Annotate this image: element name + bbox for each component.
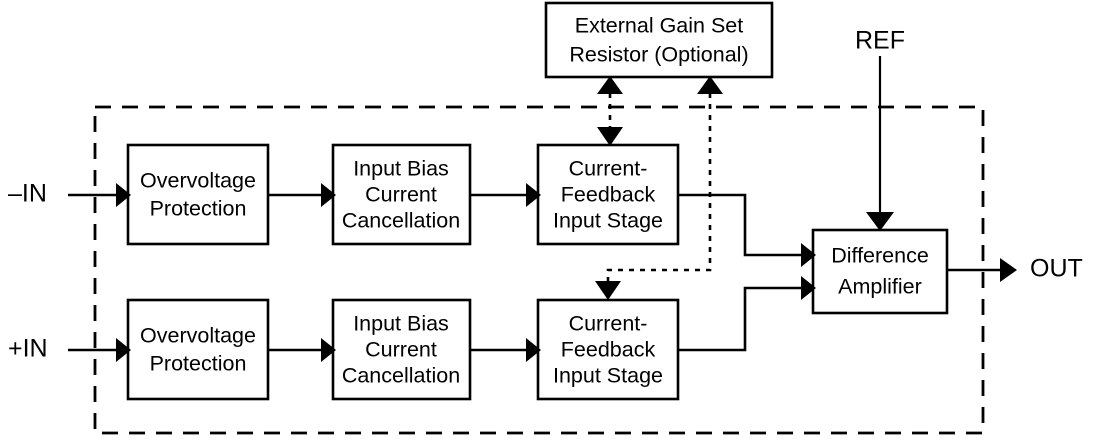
wire-bottom-current-feedback-to-difference-amplifier <box>678 286 801 352</box>
top-current-feedback-label-line3: Input Stage <box>553 209 663 233</box>
top-input-bias-label-line1: Input Bias <box>353 157 449 181</box>
arrowhead-dotted-up-to-resistor-right <box>697 76 723 94</box>
external-gain-set-resistor-block[interactable] <box>544 1 774 79</box>
top-overvoltage-protection-label-line1: Overvoltage <box>140 169 256 193</box>
noninverting-input-port-label: +IN <box>8 335 48 363</box>
top-current-feedback-label-line1: Current- <box>569 157 648 181</box>
bottom-input-bias-label-line1: Input Bias <box>353 312 449 336</box>
dotted-wire-resistor-to-bottom-current-feedback <box>606 93 712 283</box>
wire-top-current-feedback-to-difference-amplifier <box>678 193 801 257</box>
top-input-bias-label-line3: Cancellation <box>342 209 460 233</box>
output-port-label: OUT <box>1030 255 1083 283</box>
bottom-overvoltage-protection-label-line2: Protection <box>150 352 247 376</box>
arrowhead-dotted-down-to-bottom-current-feedback <box>595 281 621 300</box>
bottom-current-feedback-label-line1: Current- <box>569 312 648 336</box>
arrowhead-dotted-down-to-top-current-feedback <box>597 127 623 146</box>
top-input-bias-label-line2: Current <box>365 183 437 207</box>
arrowhead-top-overvoltage-to-input-bias <box>321 183 336 207</box>
bottom-current-feedback-label-line2: Feedback <box>561 338 656 362</box>
device-boundary-dashed-outline <box>93 105 985 435</box>
bottom-input-bias-label-line3: Cancellation <box>342 364 460 388</box>
difference-amplifier-label-line1: Difference <box>831 244 929 268</box>
external-gain-set-resistor-label-line2: Resistor (Optional) <box>569 43 748 67</box>
difference-amplifier-label-line2: Amplifier <box>838 275 922 299</box>
top-overvoltage-protection-block[interactable] <box>126 143 270 246</box>
arrowhead-top-to-difference-amplifier <box>801 243 816 267</box>
arrowhead-posin-to-bottom-overvoltage <box>116 338 131 362</box>
top-overvoltage-protection-label-line2: Protection <box>150 197 247 221</box>
arrowhead-difference-amplifier-to-out <box>1000 258 1017 282</box>
bottom-overvoltage-protection-label-line1: Overvoltage <box>140 324 256 348</box>
difference-amplifier-block[interactable] <box>811 228 949 315</box>
inverting-input-port-label: –IN <box>8 180 47 208</box>
arrowhead-negin-to-top-overvoltage <box>116 183 131 207</box>
bottom-input-bias-label-line2: Current <box>365 338 437 362</box>
arrowhead-top-input-bias-to-current-feedback <box>526 183 541 207</box>
bottom-current-feedback-label-line3: Input Stage <box>553 364 663 388</box>
arrowhead-bottom-to-difference-amplifier <box>801 276 816 300</box>
arrowhead-ref-to-difference-amplifier <box>866 212 894 231</box>
top-current-feedback-label-line2: Feedback <box>561 183 656 207</box>
external-gain-set-resistor-label-line1: External Gain Set <box>575 14 744 38</box>
reference-port-label: REF <box>855 27 905 55</box>
bottom-overvoltage-protection-block[interactable] <box>126 298 270 401</box>
arrowhead-bottom-overvoltage-to-input-bias <box>321 338 336 362</box>
top-input-bias-current-cancellation-block[interactable] <box>331 143 472 246</box>
bottom-input-bias-current-cancellation-block[interactable] <box>331 298 472 401</box>
arrowhead-bottom-input-bias-to-current-feedback <box>526 338 541 362</box>
arrowhead-dotted-up-to-resistor-left <box>597 76 623 94</box>
